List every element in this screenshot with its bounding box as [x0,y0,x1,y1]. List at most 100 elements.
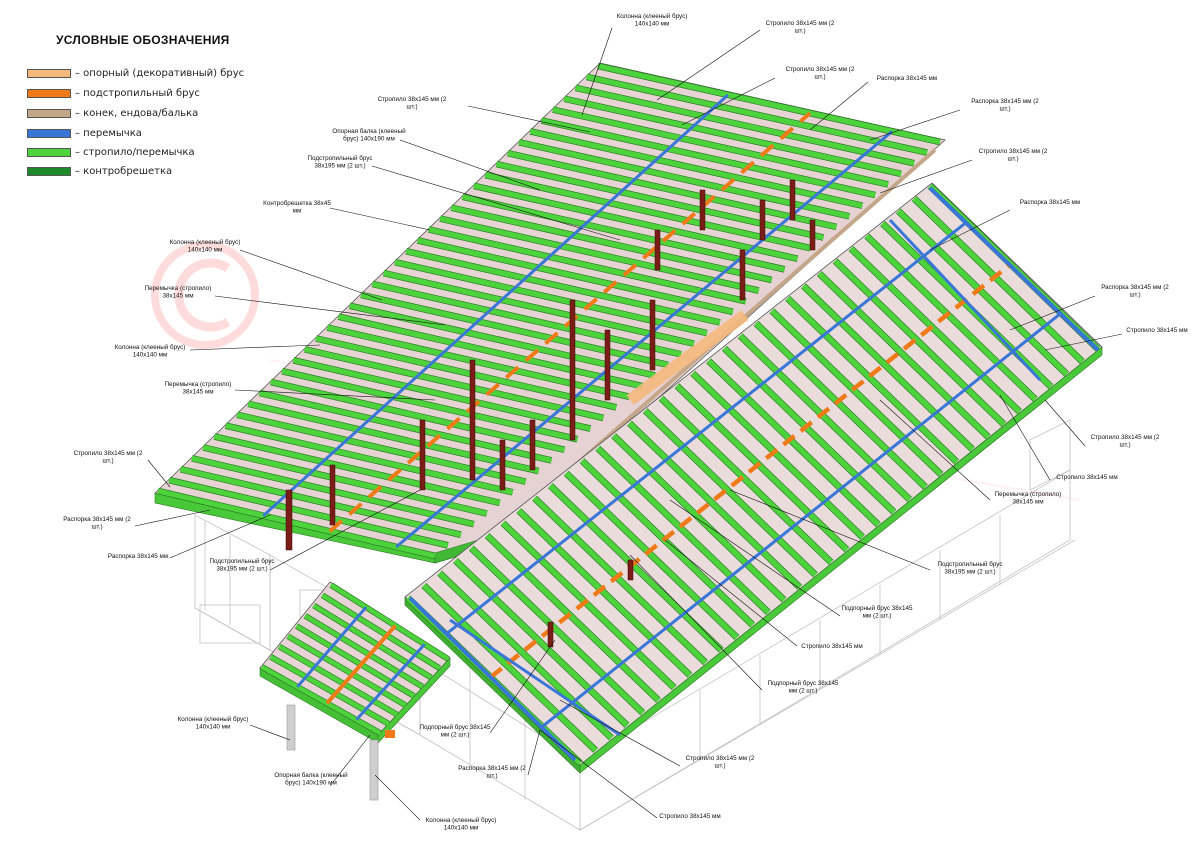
callout-line: мм (2 шт.) [441,732,470,739]
rafter [485,533,661,703]
callout-label: Перемычка (стропило)38x145 мм [995,491,1062,506]
purlin [262,93,729,517]
rafter [260,665,382,735]
callout-line: Опорная балка (клееный [332,127,406,135]
rafter [213,433,501,506]
callout-label: Распорка 38x145 мм [108,553,168,560]
callout-line: шт.) [91,524,102,531]
callout-line: шт.) [714,763,725,770]
callout-line: брус) 140x190 мм [343,135,395,143]
callout-line: мм [293,208,302,215]
rafter [896,209,1069,377]
rafters-right [405,183,1101,766]
callout-line: Стропило 38x145 мм (2 [766,20,835,27]
rafter [574,85,915,166]
purlin [395,130,894,549]
legend-swatch [27,147,71,157]
rafter [349,303,656,379]
callout-line: Перемычка (стропило) [995,491,1062,498]
callout-leader [879,159,973,194]
callout-line: Подстропильный брус [937,560,1002,568]
callout-leader [869,109,961,141]
rafter [785,296,959,464]
callout-line: шт.) [794,28,805,35]
rafter [722,346,896,515]
rafter [157,488,436,559]
callout-line: шт.) [486,773,497,780]
callout-line: Колонна (клееный брус) [170,238,241,246]
callout-line: 140x140 мм [444,825,479,832]
rafter [247,401,540,474]
roof-plane-porch [259,581,451,801]
callout-line: Опорная балка (клееный [274,771,348,779]
brace [888,218,1042,382]
rafter [912,196,1085,364]
support-posts [285,179,816,648]
rafter [516,508,692,678]
callout-leader [879,399,991,501]
legend-swatch [27,108,71,118]
callout-line: Перемычка (стропило) [145,285,212,292]
rafter [754,321,928,489]
ridge-right [408,186,1100,762]
hip-beam [928,186,1100,352]
rafter [495,161,825,241]
rafter [281,368,579,442]
rafter [706,358,881,527]
callout-line: шт.) [406,104,417,111]
rafter [769,308,943,477]
rafter [371,281,682,357]
callout-leaders [134,27,1123,821]
callout-leader [999,394,1051,481]
callout-line: Стропило 38x145 мм [659,813,720,820]
rafter [439,216,760,294]
callout-line: Колонна (клееный брус) [115,343,186,351]
callout-line: Контробрешетка 38x45 [263,199,331,207]
callout-leader [559,699,681,767]
rafter [541,117,876,198]
callout-label: Перемычка (стропило)38x145 мм [145,285,212,300]
callout-leader [134,509,211,527]
rafter [450,205,773,283]
legend-label: – стропило/перемычка [75,146,195,158]
hip-beam [408,596,577,762]
rafter [880,221,1053,389]
callout-leader [1009,295,1096,331]
rafter [563,96,902,177]
callout-line: шт.) [1007,156,1018,163]
callout-line: Колонна (клееный брус) [426,816,497,824]
callout-line: Колонна (клееный брус) [178,715,249,723]
callout-line: Распорка 38x145 мм [877,75,937,82]
rafter [738,333,912,502]
callout-label: Стропило 38x145 мм [659,813,720,820]
callout-leader [374,774,421,821]
callout-leader [234,389,436,401]
callout-line: мм (2 шт.) [863,613,892,620]
rafter [484,172,812,251]
callout-leader [581,27,613,116]
rafter [552,107,889,187]
rafter [580,458,755,627]
rafter [532,496,708,665]
callout-line: 140x140 мм [196,724,231,731]
callout-line: 38x195 мм (2 шт.) [216,566,267,573]
rafters-porch [260,582,450,736]
rafter [295,624,416,698]
legend-swatch [27,68,71,78]
rafter [453,558,629,728]
callout-label: Колонна (клееный брус)140x140 мм [426,816,497,832]
callout-leader [1044,333,1123,351]
callout-line: 140x140 мм [188,247,223,254]
callout-leader [809,81,869,131]
callout-leader [329,734,371,787]
rafter [329,583,450,661]
callout-line: Распорка 38x145 мм (2 [458,765,526,772]
rafter [303,613,424,689]
